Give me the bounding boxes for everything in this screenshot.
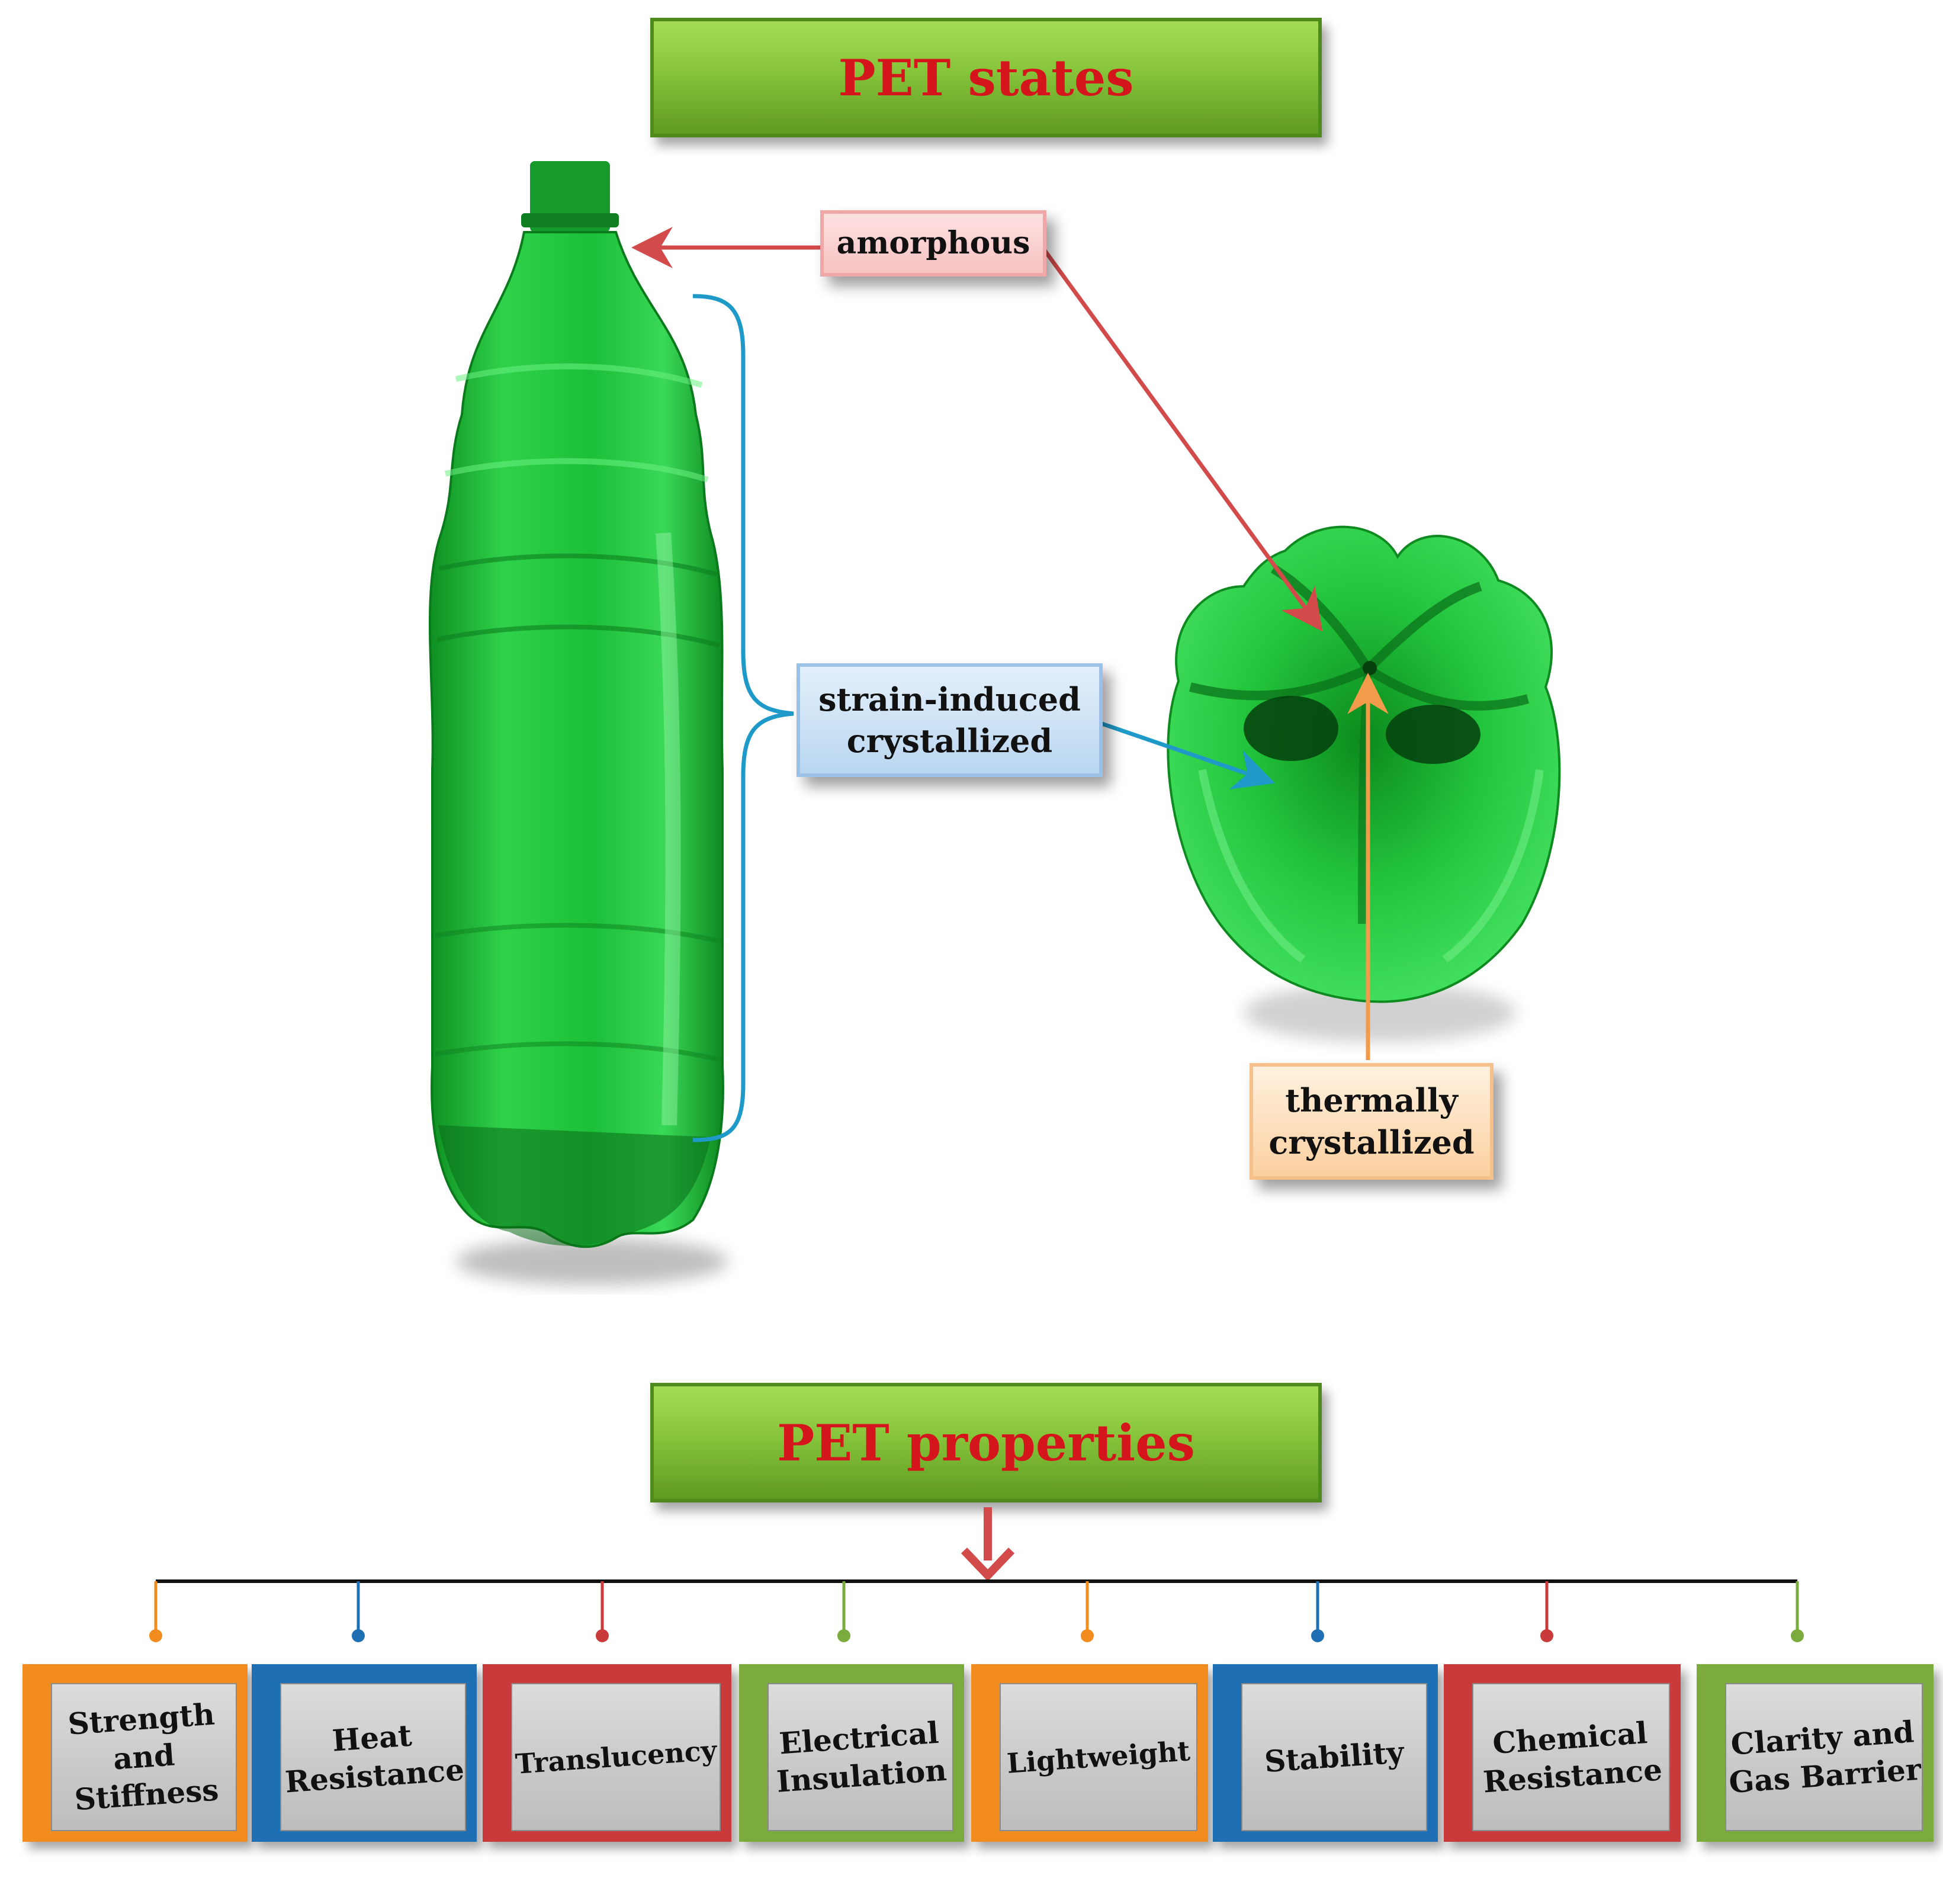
- property-clarity-gas-barrier: Clarity and Gas Barrier: [1697, 1664, 1934, 1842]
- property-label: Lightweight: [1006, 1734, 1192, 1780]
- strain-line-1: strain-induced: [818, 680, 1081, 718]
- property-label: Translucency: [514, 1733, 718, 1780]
- property-translucency: Translucency: [483, 1664, 731, 1842]
- pet-properties-title: PET properties: [650, 1383, 1322, 1502]
- bottle-base-image: [1167, 525, 1561, 1003]
- property-electrical-insulation: Electrical Insulation: [739, 1664, 964, 1842]
- property-heat-resistance: Heat Resistance: [252, 1664, 477, 1842]
- amorphous-text: amorphous: [836, 225, 1030, 262]
- strain-line-2: crystallized: [846, 722, 1053, 760]
- thermal-line-1: thermally: [1285, 1081, 1458, 1120]
- amorphous-label: amorphous: [820, 210, 1046, 277]
- bottle-image: [428, 161, 724, 1248]
- strain-induced-label: strain-induced crystallized: [797, 663, 1103, 777]
- property-strength-stiffness: Strength and Stiffness: [23, 1664, 248, 1842]
- property-label: Stability: [1263, 1734, 1405, 1780]
- property-stability: Stability: [1213, 1664, 1438, 1842]
- pet-states-title: PET states: [650, 18, 1322, 137]
- property-lightweight: Lightweight: [971, 1664, 1208, 1842]
- property-chemical-resistance: Chemical Resistance: [1444, 1664, 1681, 1842]
- thermally-crystallized-label: thermally crystallized: [1250, 1063, 1494, 1180]
- thermal-line-2: crystallized: [1268, 1123, 1475, 1161]
- property-connectors: [149, 1581, 1804, 1642]
